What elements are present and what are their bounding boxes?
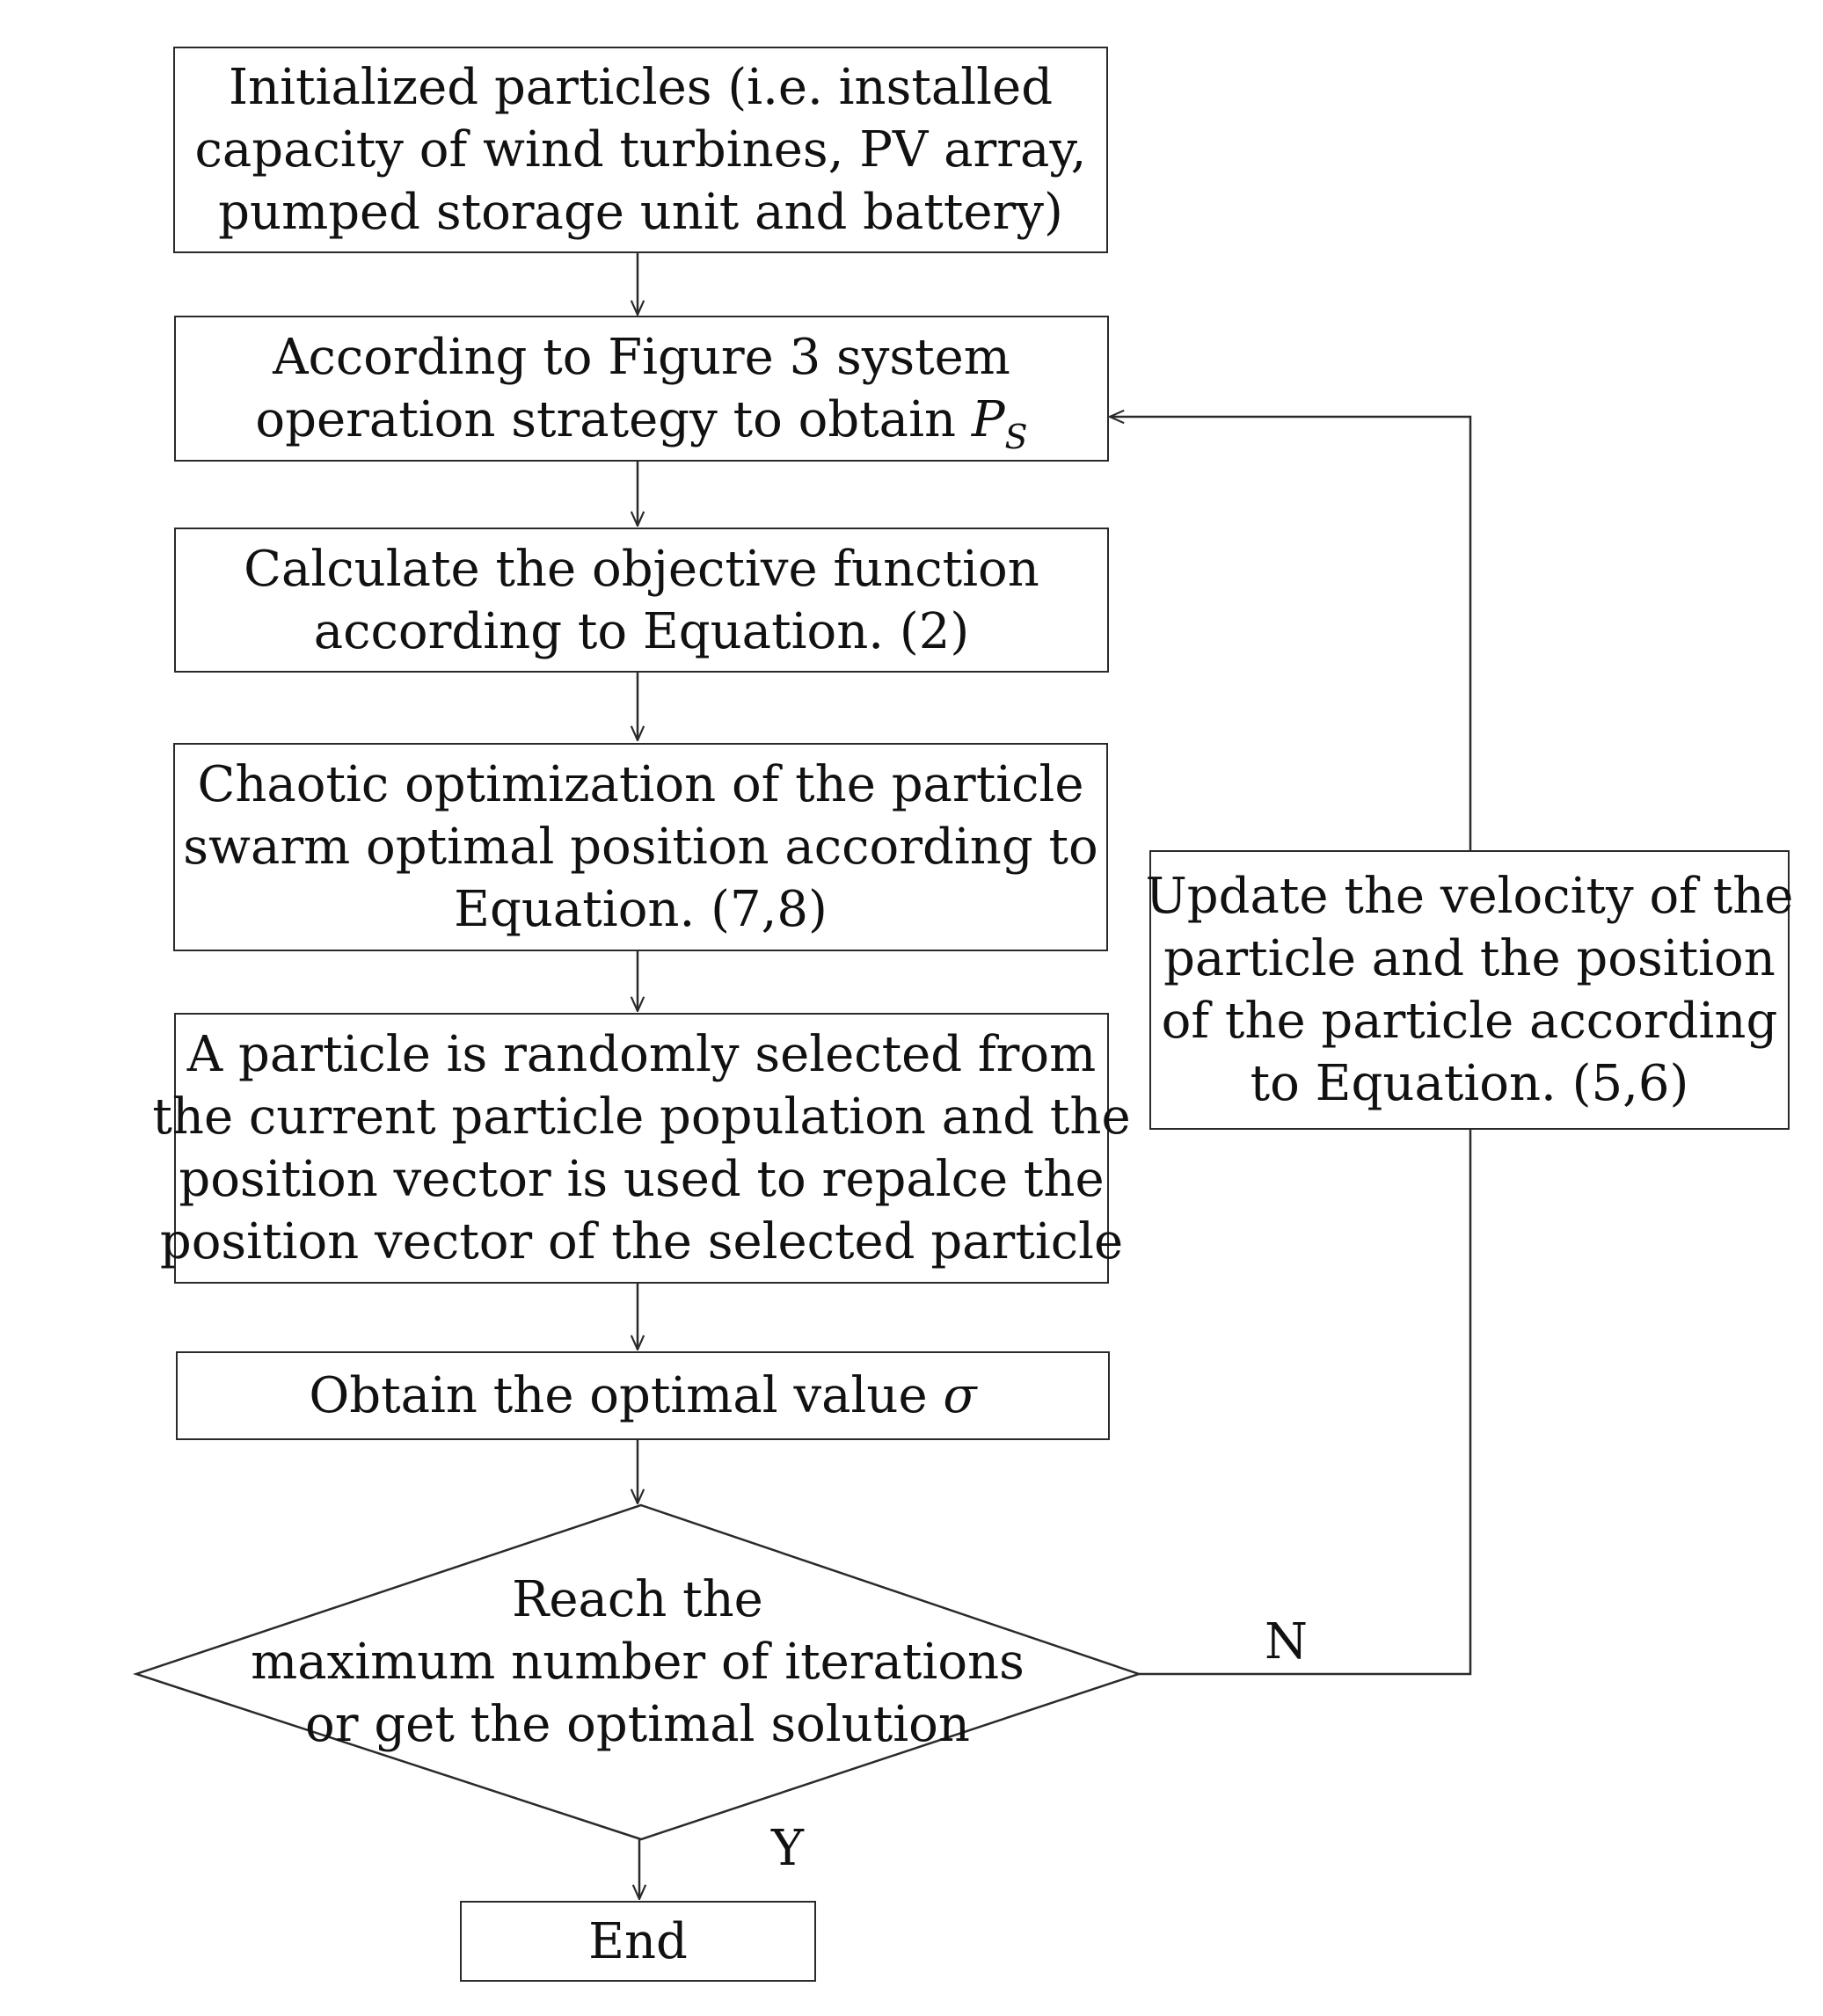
sigma-symbol: σ: [943, 1367, 977, 1424]
objective-line: according to Equation. (2): [313, 602, 970, 660]
update-line: Update the velocity of the: [1145, 868, 1794, 925]
chaotic-line: swarm optimal position according to: [183, 819, 1098, 876]
strategy-box: According to Figure 3 system operation s…: [174, 316, 1109, 462]
objective-line: Calculate the objective function: [244, 540, 1039, 598]
power-subscript: S: [1004, 418, 1028, 456]
yes-branch-label: Y: [771, 1820, 804, 1877]
update-line: of the particle according: [1161, 993, 1778, 1050]
replace-line: position vector is used to repalce the: [179, 1151, 1105, 1208]
replace-line: position vector of the selected particle: [159, 1213, 1124, 1270]
decision-diamond: [133, 1503, 1142, 1841]
optimal-box: Obtain the optimal value σ: [176, 1351, 1110, 1440]
chaotic-line: Chaotic optimization of the particle: [197, 756, 1084, 813]
decision-line: or get the optimal solution: [305, 1695, 970, 1753]
decision-text: Reach the maximum number of iterations o…: [189, 1565, 1086, 1758]
init-box: Initialized particles (i.e. installed ca…: [173, 47, 1108, 253]
decision-line: maximum number of iterations: [251, 1633, 1025, 1691]
objective-box: Calculate the objective function accordi…: [174, 528, 1109, 673]
replace-line: A particle is randomly selected from: [186, 1026, 1097, 1083]
update-line: to Equation. (5,6): [1250, 1055, 1689, 1112]
strategy-line-text: operation strategy to obtain: [255, 391, 972, 448]
update-box: Update the velocity of the particle and …: [1146, 850, 1793, 1130]
update-line: particle and the position: [1163, 930, 1776, 987]
optimal-line-text: Obtain the optimal value: [309, 1367, 944, 1424]
init-line: capacity of wind turbines, PV array,: [194, 121, 1087, 178]
line-decision-no-branch: [1139, 1130, 1472, 1676]
decision-line: Reach the: [512, 1570, 763, 1628]
optimal-line: Obtain the optimal value σ: [309, 1365, 976, 1427]
strategy-line: According to Figure 3 system: [273, 329, 1010, 386]
arrow-update-to-strategy: [1110, 417, 1472, 850]
init-line: Initialized particles (i.e. installed: [228, 59, 1054, 116]
chaotic-box: Chaotic optimization of the particle swa…: [173, 743, 1108, 951]
strategy-line: operation strategy to obtain PS: [255, 389, 1027, 454]
end-box: End: [460, 1901, 816, 1982]
replace-line: the current particle population and the: [152, 1088, 1131, 1146]
power-symbol: P: [971, 391, 1005, 448]
no-branch-label: N: [1265, 1613, 1308, 1670]
init-line: pumped storage unit and battery): [218, 184, 1063, 241]
chaotic-line: Equation. (7,8): [454, 881, 828, 938]
replace-box: A particle is randomly selected from the…: [152, 1013, 1131, 1284]
end-label: End: [588, 1912, 688, 1970]
